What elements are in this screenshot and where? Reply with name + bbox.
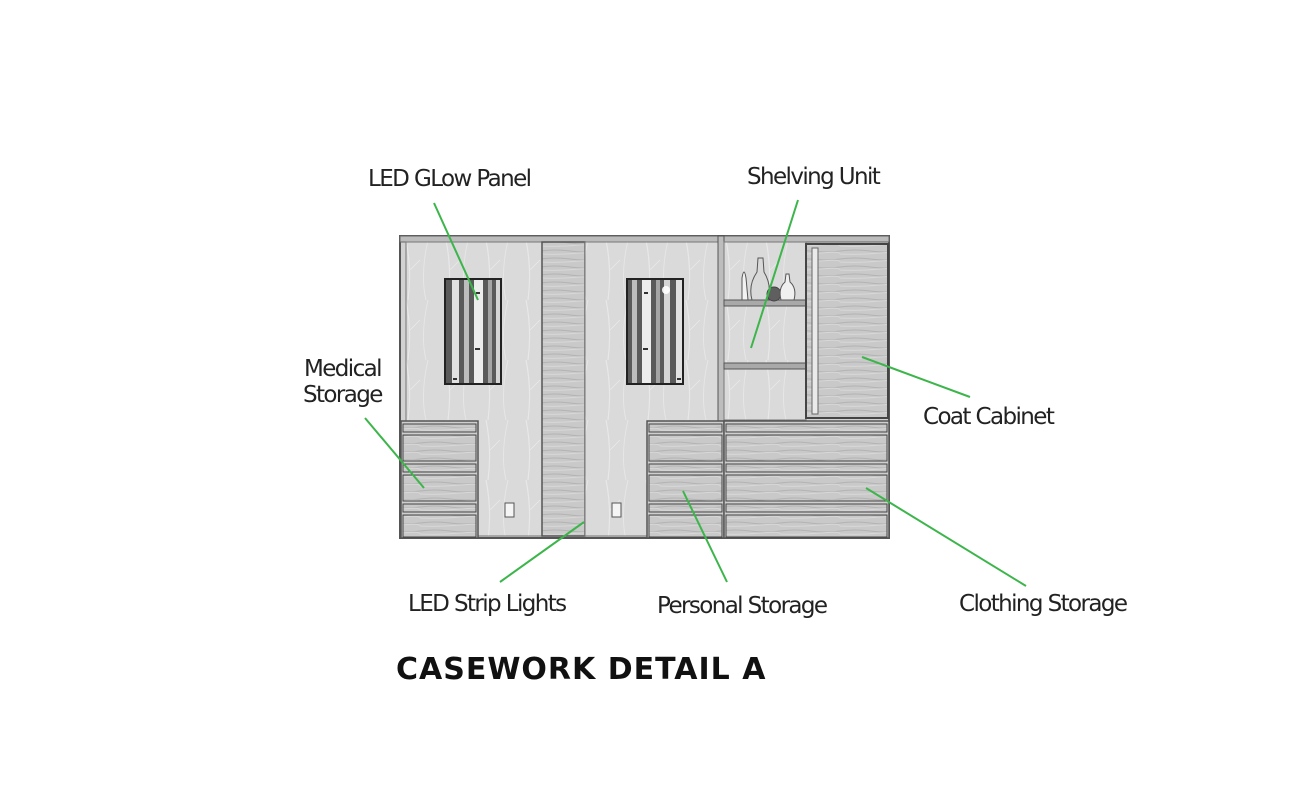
led-strip-panel [541,241,586,537]
label-coat-cabinet: Coat Cabinet [923,404,1055,430]
leader-clothing-storage [865,487,1027,587]
label-led-strip-lights: LED Strip Lights [408,591,567,617]
led-glow-panel-left [444,278,502,385]
clothing-storage-drawers [723,420,890,539]
leader-led-strip-lights [499,521,585,583]
leader-lines [364,199,1027,587]
label-led-glow-panel: LED GLow Panel [368,166,532,192]
led-glow-panel-right [626,278,684,385]
label-medical-storage-line2: Storage [303,382,383,408]
medical-storage-drawers [400,420,479,539]
shelving-unit [723,241,807,421]
label-personal-storage: Personal Storage [657,593,828,619]
label-shelving-unit: Shelving Unit [747,164,881,190]
leader-led-glow-panel [433,202,479,301]
leader-personal-storage [682,490,728,583]
diagram-title: CASEWORK DETAIL A [396,652,767,687]
leader-shelving-unit [750,199,799,349]
coat-cabinet-door [805,243,889,419]
leader-coat-cabinet [861,356,971,398]
label-medical-storage-line1: Medical [304,356,383,382]
label-clothing-storage: Clothing Storage [959,591,1128,617]
leader-medical-storage [364,417,425,489]
personal-storage-drawers [646,420,725,539]
